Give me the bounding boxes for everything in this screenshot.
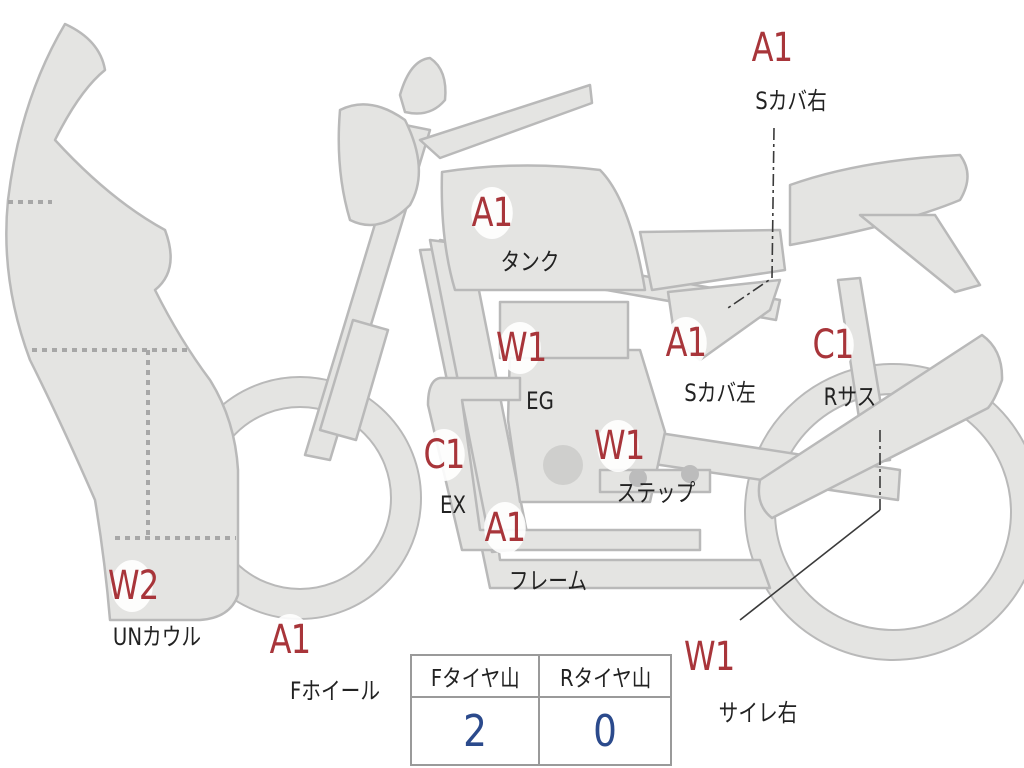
label-muffler-right: サイレ右 (718, 699, 798, 727)
handlebar (418, 83, 594, 160)
leader-s-cover-right (724, 127, 775, 311)
rear-tread-value: 0 (538, 696, 672, 766)
exhaust-pipe (426, 376, 702, 552)
tire-tread-table: Fタイヤ山 Rタイヤ山 2 0 (409, 654, 672, 766)
grade-frame: A1 (481, 502, 529, 554)
seat (788, 153, 969, 247)
label-rear-suspension: Rサス (823, 383, 877, 411)
label-s-cover-right: Sカバ右 (755, 87, 827, 115)
rear-cowl (638, 228, 787, 292)
grade-engine: W1 (496, 322, 547, 374)
fork-guard (318, 318, 390, 442)
label-front-wheel: Fホイール (289, 677, 381, 705)
grade-tank: A1 (468, 187, 516, 239)
grade-muffler-right: W1 (684, 631, 735, 683)
rear-wheel-outer-edge (744, 363, 1024, 661)
front-tread-value: 2 (409, 696, 541, 766)
step-peg-2 (681, 465, 699, 483)
grade-s-cover-right: A1 (748, 22, 796, 74)
label-tank: タンク (500, 248, 560, 276)
label-frame: フレーム (508, 567, 588, 595)
headlight (337, 103, 421, 227)
label-s-cover-left: Sカバ左 (684, 379, 756, 407)
grade-front-wheel: A1 (266, 614, 314, 666)
label-step: ステップ (616, 479, 696, 507)
step-peg-1 (629, 469, 647, 487)
leader-muffler-right (739, 509, 881, 621)
label-exhaust: EX (440, 491, 466, 519)
under-cowl-shape (5, 22, 240, 622)
tread-header-row: Fタイヤ山 Rタイヤ山 (409, 654, 672, 698)
grade-under-cowl: W2 (108, 560, 159, 612)
tread-value-row: 2 0 (409, 696, 672, 766)
tail-light-bracket (858, 213, 982, 294)
mirror (398, 56, 447, 115)
rear-wheel (745, 364, 1024, 660)
muffler (757, 333, 1004, 520)
front-tread-header: Fタイヤ山 (409, 654, 541, 698)
label-under-cowl: UNカウル (112, 623, 202, 651)
grade-exhaust: C1 (420, 429, 468, 481)
rear-tread-header: Rタイヤ山 (538, 654, 672, 698)
grade-rear-suspension: C1 (809, 319, 857, 371)
grade-step: W1 (594, 420, 645, 472)
engine-cover-circle (543, 445, 583, 485)
grade-s-cover-left: A1 (662, 317, 710, 369)
label-engine: EG (526, 387, 554, 415)
